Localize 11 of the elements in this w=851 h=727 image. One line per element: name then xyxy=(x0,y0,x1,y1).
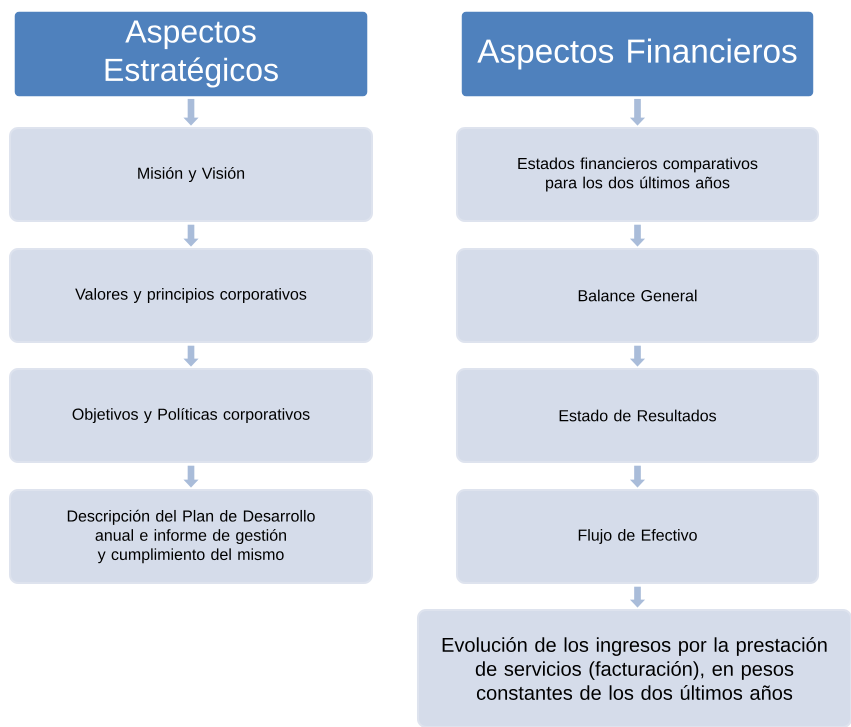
process-box: Valores y principios corporativos xyxy=(9,248,373,344)
process-box: Objetivos y Políticas corporativos xyxy=(9,368,373,464)
process-box: Balance General xyxy=(456,248,820,344)
process-box: Estados financieros comparativos para los dos últimos años xyxy=(456,126,820,222)
process-box: Descripción del Plan de Desarrollo anual e informe de gestión y cumplimiento del mismo xyxy=(9,488,373,584)
process-box: Misión y Visión xyxy=(9,126,373,222)
process-box: Estado de Resultados xyxy=(456,368,820,464)
process-box: Flujo de Efectivo xyxy=(456,488,820,584)
process-box: Evolución de los ingresos por la prestación de servicios (facturación), en pesos constantes de los dos últimos años xyxy=(416,608,851,727)
heading-box: Aspectos Estratégicos xyxy=(14,12,368,96)
heading-box: Aspectos Financieros xyxy=(462,12,814,96)
